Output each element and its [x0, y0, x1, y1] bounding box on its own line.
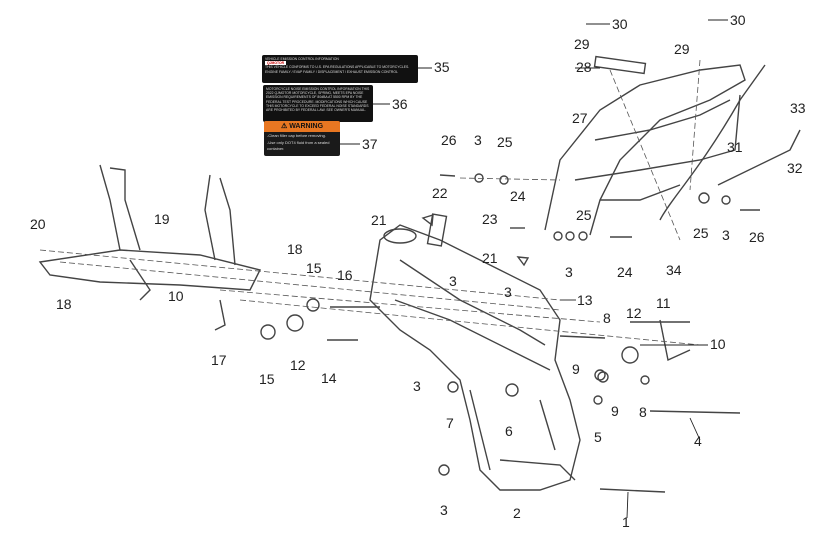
- callout-16: 16: [337, 267, 353, 283]
- callout-3: 3: [504, 284, 512, 300]
- callout-3: 3: [565, 264, 573, 280]
- callout-10: 10: [710, 336, 726, 352]
- callout-6: 6: [505, 423, 513, 439]
- callout-13: 13: [577, 292, 593, 308]
- callout-9: 9: [572, 361, 580, 377]
- callout-2: 2: [513, 505, 521, 521]
- callout-3: 3: [722, 227, 730, 243]
- callout-20: 20: [30, 216, 46, 232]
- callout-29: 29: [574, 36, 590, 52]
- emission-sticker-35: VEHICLE EMISSION CONTROL INFORMATION QJM…: [262, 55, 418, 83]
- warning-text: WARNING: [289, 123, 324, 130]
- callout-37: 37: [362, 136, 378, 152]
- callout-8: 8: [639, 404, 647, 420]
- callout-35: 35: [434, 59, 450, 75]
- front-subframe: [38, 164, 262, 301]
- sticker-body: MOTORCYCLE NOISE EMISSION CONTROL INFORM…: [266, 87, 370, 113]
- callout-27: 27: [572, 110, 588, 126]
- callout-17: 17: [211, 352, 227, 368]
- warning-header: ⚠ WARNING: [264, 121, 340, 132]
- callout-4: 4: [694, 433, 702, 449]
- callout-3: 3: [474, 132, 482, 148]
- callout-14: 14: [321, 370, 337, 386]
- callout-36: 36: [392, 96, 408, 112]
- rear-subframe: [544, 55, 746, 236]
- callout-29: 29: [674, 41, 690, 57]
- callout-28: 28: [576, 59, 592, 75]
- callout-25: 25: [576, 207, 592, 223]
- callout-3: 3: [413, 378, 421, 394]
- callout-32: 32: [787, 160, 803, 176]
- brand-logo: QJMOTOR: [265, 61, 287, 66]
- callout-12: 12: [626, 305, 642, 321]
- callout-22: 22: [432, 185, 448, 201]
- sticker-body: THIS VEHICLE CONFORMS TO U.S. EPA REGULA…: [265, 65, 410, 74]
- callout-10: 10: [168, 288, 184, 304]
- callout-30: 30: [612, 16, 628, 32]
- callout-24: 24: [617, 264, 633, 280]
- callout-26: 26: [749, 229, 765, 245]
- callout-3: 3: [440, 502, 448, 518]
- warning-sticker-37: ⚠ WARNING -Clean filler cap before remov…: [264, 121, 340, 156]
- main-frame: [369, 224, 581, 491]
- warning-line-1: -Clean filler cap before removing.: [267, 133, 326, 138]
- sticker-title: VEHICLE EMISSION CONTROL INFORMATION: [265, 57, 339, 61]
- callout-30: 30: [730, 12, 746, 28]
- callout-5: 5: [594, 429, 602, 445]
- callout-11: 11: [656, 295, 671, 311]
- callout-23: 23: [482, 211, 498, 227]
- callout-18: 18: [287, 241, 303, 257]
- callout-9: 9: [611, 403, 619, 419]
- callout-25: 25: [693, 225, 709, 241]
- callout-25: 25: [497, 134, 513, 150]
- noise-sticker-36: MOTORCYCLE NOISE EMISSION CONTROL INFORM…: [263, 85, 373, 122]
- callout-21: 21: [371, 212, 387, 228]
- callout-19: 19: [154, 211, 170, 227]
- callout-33: 33: [790, 100, 806, 116]
- callout-1: 1: [622, 514, 630, 530]
- callout-31: 31: [727, 139, 743, 155]
- hardware: [214, 64, 801, 493]
- callout-21: 21: [482, 250, 498, 266]
- warning-line-2: -Use only DOT4 fluid from a sealed conta…: [267, 140, 330, 151]
- callout-26: 26: [441, 132, 457, 148]
- callout-3: 3: [449, 273, 457, 289]
- callout-12: 12: [290, 357, 306, 373]
- callout-8: 8: [603, 310, 611, 326]
- callout-15: 15: [259, 371, 275, 387]
- alignment-lines: [39, 59, 701, 346]
- callout-18: 18: [56, 296, 72, 312]
- callout-24: 24: [510, 188, 526, 204]
- callout-34: 34: [666, 262, 682, 278]
- callout-15: 15: [306, 260, 322, 276]
- callout-7: 7: [446, 415, 454, 431]
